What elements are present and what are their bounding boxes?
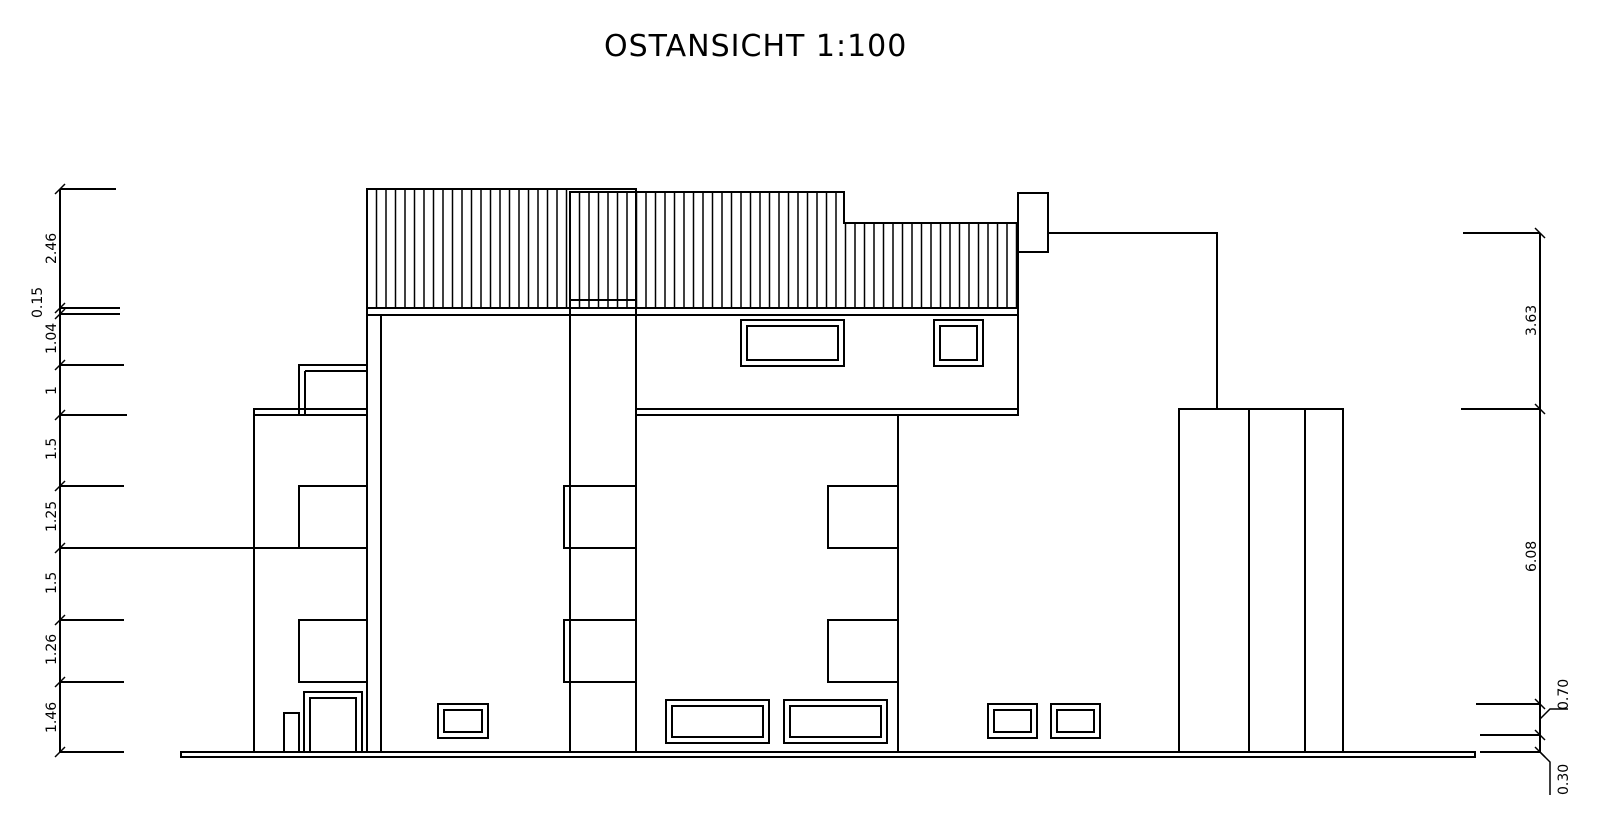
main-block bbox=[366, 308, 571, 752]
dim-left-1: 2.46 bbox=[44, 233, 60, 264]
roof-hatched-middle bbox=[569, 191, 1019, 308]
dim-left-5: 1.5 bbox=[44, 438, 60, 460]
upper-block bbox=[636, 315, 1019, 416]
dim-right-3: 0.70 bbox=[1556, 679, 1572, 710]
stair-column bbox=[563, 299, 637, 752]
roof-eave bbox=[366, 307, 1019, 316]
chimney-box bbox=[1017, 192, 1218, 409]
right-tower bbox=[1178, 408, 1344, 753]
dim-left-4: 1 bbox=[44, 386, 60, 395]
middle-block bbox=[665, 415, 899, 752]
dim-right-2: 6.08 bbox=[1524, 541, 1540, 572]
right-area-windows bbox=[987, 703, 1101, 739]
right-dimension-chain: 3.63 6.08 0.70 0.30 bbox=[1461, 227, 1572, 795]
dim-right-1: 3.63 bbox=[1524, 305, 1540, 336]
dim-left-6: 1.25 bbox=[44, 501, 60, 532]
dim-right-4: 0.30 bbox=[1556, 764, 1572, 795]
dim-left-8: 1.26 bbox=[44, 634, 60, 665]
drawing-title: OSTANSICHT 1:100 bbox=[604, 29, 907, 64]
ground-line bbox=[180, 751, 1476, 758]
dim-left-7: 1.5 bbox=[44, 572, 60, 594]
left-dimension-chain: 2.46 0.15 1.04 1 1.5 1.25 1.5 1.26 1.46 bbox=[30, 183, 127, 758]
dim-left-3: 1.04 bbox=[44, 323, 60, 354]
roof-hatched-tall bbox=[366, 188, 637, 309]
dim-left-9: 1.46 bbox=[44, 702, 60, 733]
left-wing bbox=[253, 364, 368, 753]
dim-left-2: 0.15 bbox=[30, 287, 46, 318]
